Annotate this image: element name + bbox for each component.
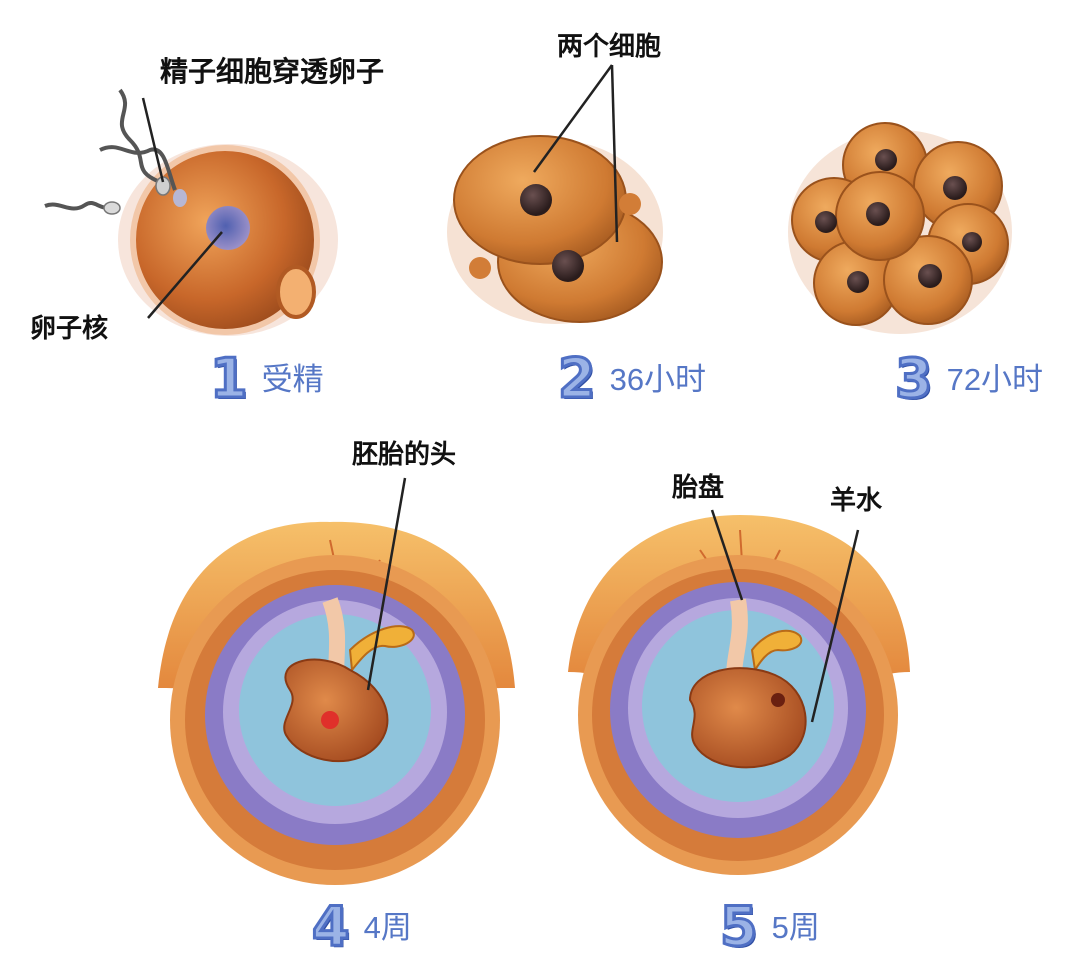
pointer-placenta [710,509,744,601]
stage-caption-4: 4周 [363,909,412,945]
stage4-embryo-group [158,477,515,885]
morula-nuclei [815,149,982,293]
label-egg-nucleus: 卵子核 [30,314,109,344]
stage-number-2: 2 [557,347,598,410]
caption-stage-1: 1 受精 [209,347,324,410]
yolk-sac-4 [348,625,415,673]
yolk-sac-5 [750,629,803,673]
stage-caption-1: 受精 [261,361,324,397]
caption-stage-2: 2 36小时 [557,347,707,410]
sperm-tail-3 [44,201,113,211]
polar-bubble-b [469,257,491,279]
embryo-eye-5 [771,693,785,707]
label-two-cells: 两个细胞 [557,32,662,62]
embryo-4 [283,658,389,763]
nucleus-upper [520,184,552,216]
sperm-tail-1 [118,88,161,184]
polar-body [276,265,316,319]
sperm-head-inside [173,189,187,207]
sperm-tail-2 [99,145,177,191]
stage1-egg-group [44,88,338,336]
pointer-two-cells-a [532,64,614,173]
caption-stage-3: 3 72小时 [894,347,1044,410]
stage3-morula-group [788,122,1012,334]
label-amniotic-fluid: 羊水 [830,486,883,516]
stage-caption-5: 5周 [771,909,820,945]
embryo-heart-4 [321,711,339,729]
stage-number-3: 3 [894,347,935,410]
stage-number-5: 5 [719,895,760,958]
pointer-egg-nucleus [147,231,223,319]
pointer-amniotic-fluid [810,529,860,723]
stage5-embryo-group [568,509,910,875]
stage-number-4: 4 [311,895,352,958]
pointer-embryo-head [366,477,407,691]
nucleus-lower [552,250,584,282]
pointer-two-cells-b [610,64,619,243]
polar-bubble-a [619,193,641,215]
label-placenta: 胎盘 [672,473,725,503]
stage-number-1: 1 [209,347,250,410]
embryo-5 [688,667,807,769]
stage2-two-cells-group [447,64,663,324]
caption-stage-5: 5 5周 [719,895,820,958]
label-sperm-penetrates: 精子细胞穿透卵子 [160,55,385,88]
stage-caption-2: 36小时 [609,361,707,397]
sperm-head-free [103,201,121,215]
pointer-sperm [141,97,165,183]
label-embryo-head: 胚胎的头 [352,440,457,470]
stage-caption-3: 72小时 [946,361,1044,397]
caption-stage-4: 4 4周 [311,895,412,958]
